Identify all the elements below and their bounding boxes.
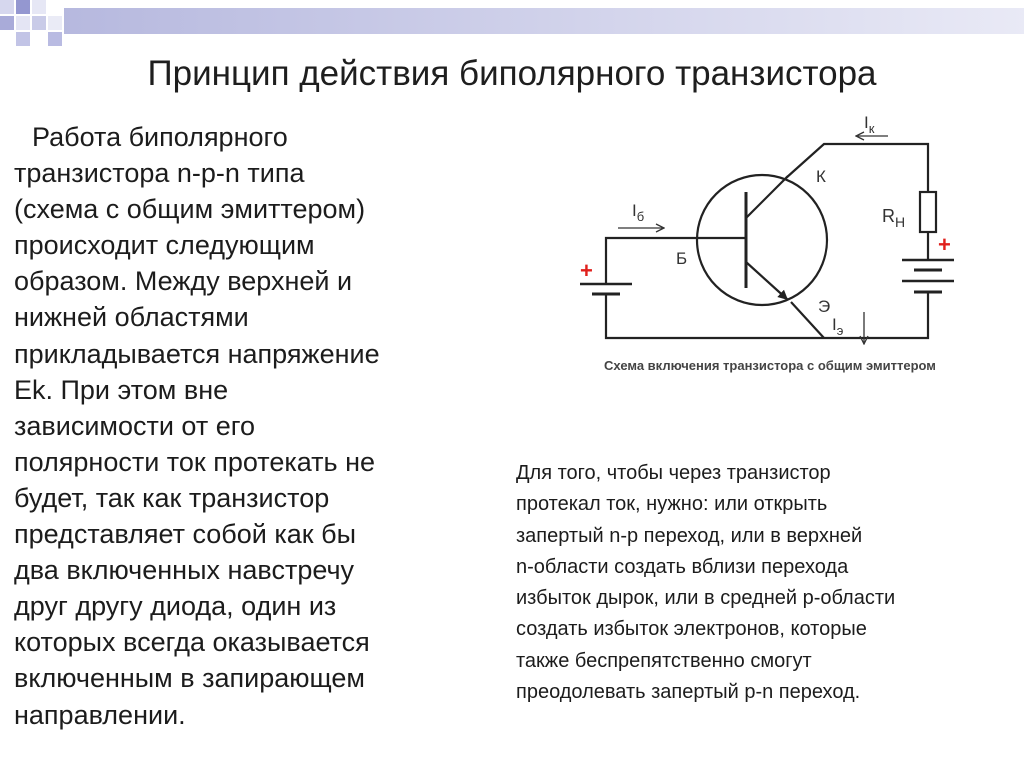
- ground-wire: [604, 292, 930, 340]
- main-text-line: Ek. При этом вне: [14, 374, 229, 405]
- side-text-line: также беспрепятственно смогут: [516, 649, 812, 672]
- main-text-line: два включенных навстречу: [14, 555, 355, 586]
- side-text-line: преодолевать запертый p-n переход.: [516, 681, 861, 704]
- main-text-line: транзистора n-p-n типа: [14, 158, 305, 189]
- emitter-label: Э: [818, 297, 830, 316]
- ik-label: Iк: [864, 113, 875, 136]
- side-text-line: Для того, чтобы через транзистор: [516, 462, 831, 484]
- collector-label: К: [816, 167, 826, 186]
- emitter-lead: [745, 261, 789, 301]
- ib-label: Iб: [632, 201, 644, 224]
- base-wire: [604, 236, 746, 284]
- plus-sign-left: +: [580, 258, 593, 283]
- load-resistor: [918, 190, 938, 234]
- base-label: Б: [676, 249, 687, 268]
- main-text-line: направлении.: [14, 699, 186, 730]
- header-decoration: [0, 0, 1024, 46]
- main-text-line: друг другу диода, один из: [14, 591, 337, 622]
- side-text-line: запертый n-p переход, или в верхней: [516, 524, 863, 547]
- load-resistor-label: RН: [882, 206, 905, 230]
- main-text-line: которых всегда оказывается: [14, 627, 370, 658]
- side-text-line: протекал ток, нужно: или открыть: [516, 493, 828, 516]
- side-text-line: n-области создать вблизи перехода: [516, 555, 849, 578]
- main-text-line: полярности ток протекать не: [14, 446, 376, 477]
- main-text-line: зависимости от его: [14, 410, 256, 441]
- collector-wire: [785, 142, 930, 192]
- main-text-line: Работа биполярного: [32, 122, 288, 152]
- transistor-circuit-diagram: Iк Iб Iэ К Б Э RН + + Схема включения тр…: [580, 113, 954, 373]
- emitter-wire: [790, 301, 825, 339]
- side-paragraph: Для того, чтобы через транзистор протека…: [516, 458, 1016, 708]
- slide-title: Принцип действия биполярного транзистора: [147, 54, 877, 93]
- main-text-line: происходит следующим: [14, 230, 315, 261]
- ie-label: Iэ: [832, 315, 844, 338]
- side-text-line: создать избыток электронов, которые: [516, 618, 867, 641]
- side-text-line: избыток дырок, или в средней p-области: [516, 587, 896, 610]
- main-text-line: прикладывается напряжение: [14, 338, 380, 369]
- plus-sign-right: +: [938, 232, 951, 257]
- main-text-line: нижней областями: [14, 302, 249, 333]
- main-paragraph: Работа биполярного транзистора n-p-n тип…: [14, 119, 484, 733]
- main-text-line: образом. Между верхней и: [14, 266, 353, 297]
- collector-lead: [745, 175, 789, 219]
- transistor-circle: [695, 173, 829, 307]
- main-text-line: (схема с общим эмиттером): [14, 194, 366, 225]
- main-text-line: включенным в запирающем: [14, 663, 365, 694]
- main-text-line: представляет собой как бы: [14, 519, 356, 550]
- main-text-line: будет, так как транзистор: [14, 482, 330, 513]
- circuit-caption: Схема включения транзистора с общим эмит…: [604, 358, 936, 373]
